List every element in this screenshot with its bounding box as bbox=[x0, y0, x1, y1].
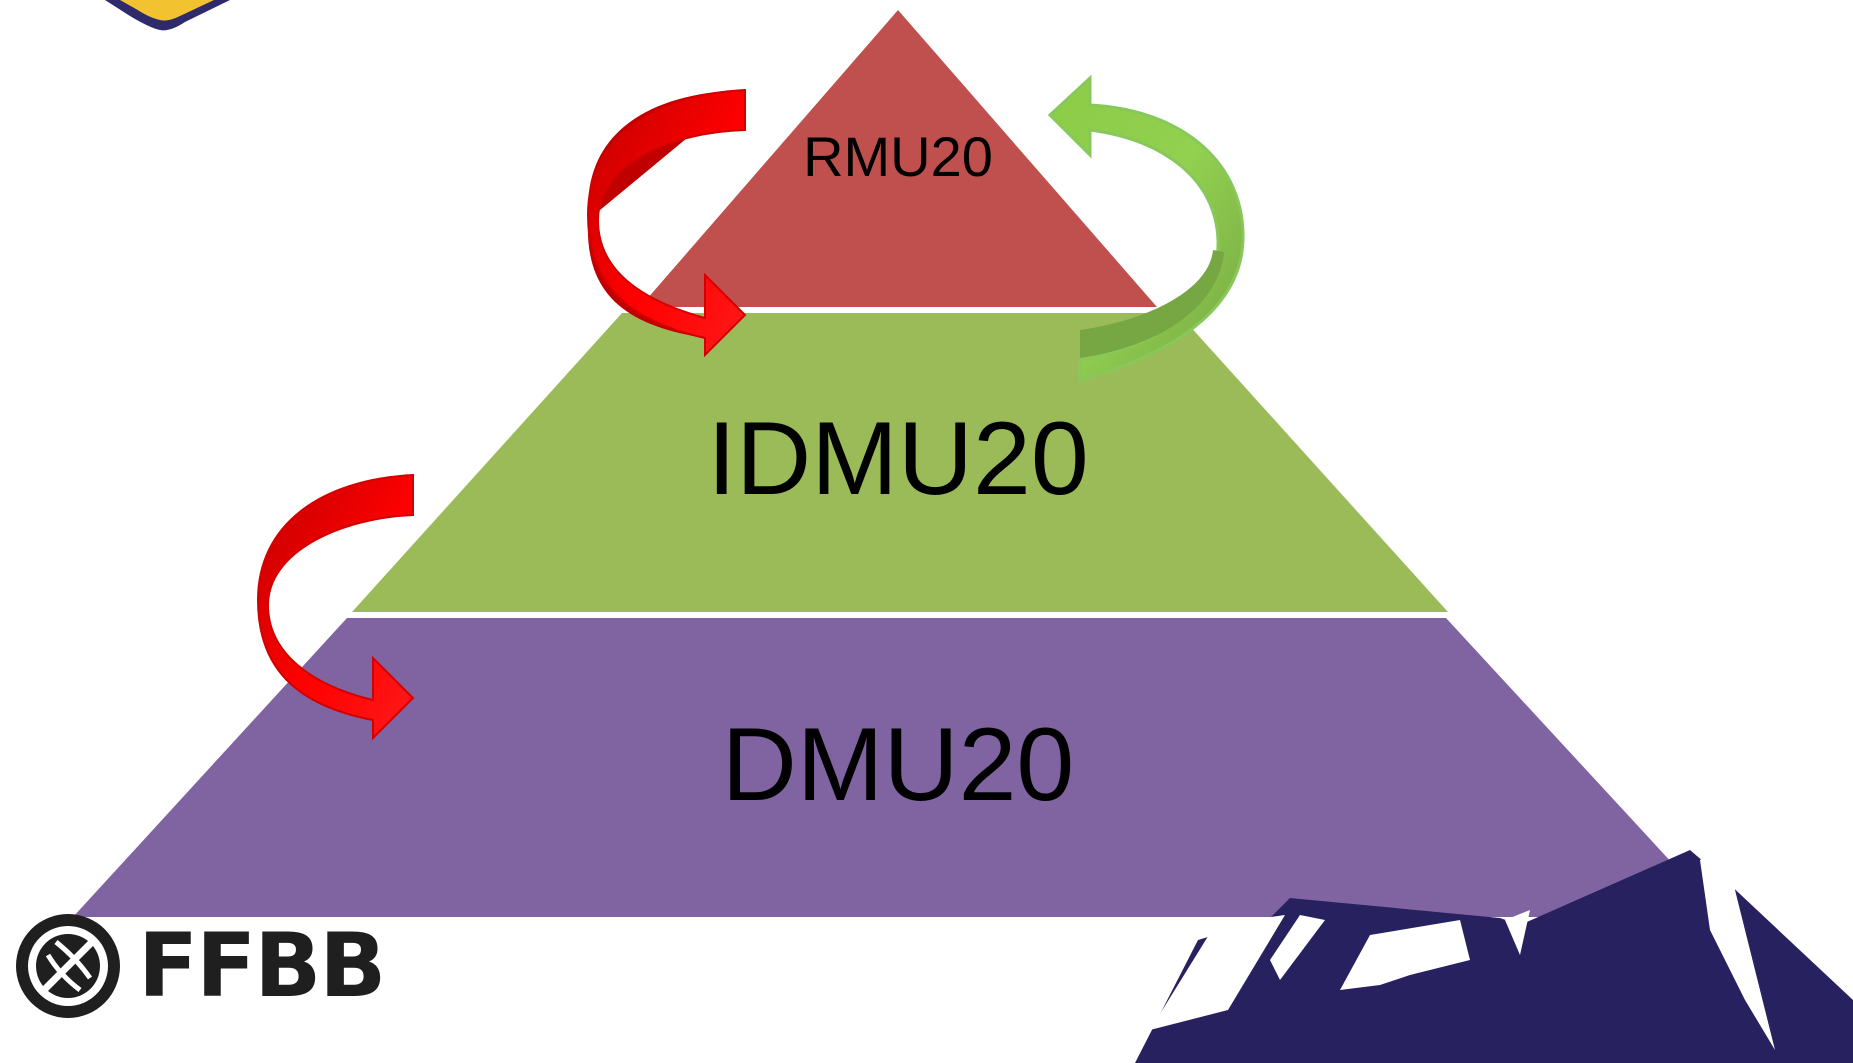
curved-arrow-down-lower bbox=[256, 473, 415, 741]
tier-label-idmu20: IDMU20 bbox=[707, 401, 1088, 517]
basketball-icon bbox=[16, 914, 120, 1018]
tier-dmu20 bbox=[73, 618, 1722, 917]
ffbb-logo-text: FFBB bbox=[138, 914, 384, 1017]
curved-arrow-down-upper bbox=[586, 88, 747, 358]
ffbb-logo: FFBB bbox=[16, 914, 386, 1018]
tier-label-rmu20: RMU20 bbox=[803, 125, 993, 188]
tier-label-dmu20: DMU20 bbox=[722, 707, 1075, 823]
curved-arrow-up-right bbox=[1047, 74, 1245, 382]
tier-idmu20 bbox=[352, 313, 1448, 612]
mountain-logo bbox=[1135, 845, 1853, 1063]
tier-rmu20 bbox=[640, 10, 1157, 307]
corner-badge-logo bbox=[105, 0, 230, 31]
